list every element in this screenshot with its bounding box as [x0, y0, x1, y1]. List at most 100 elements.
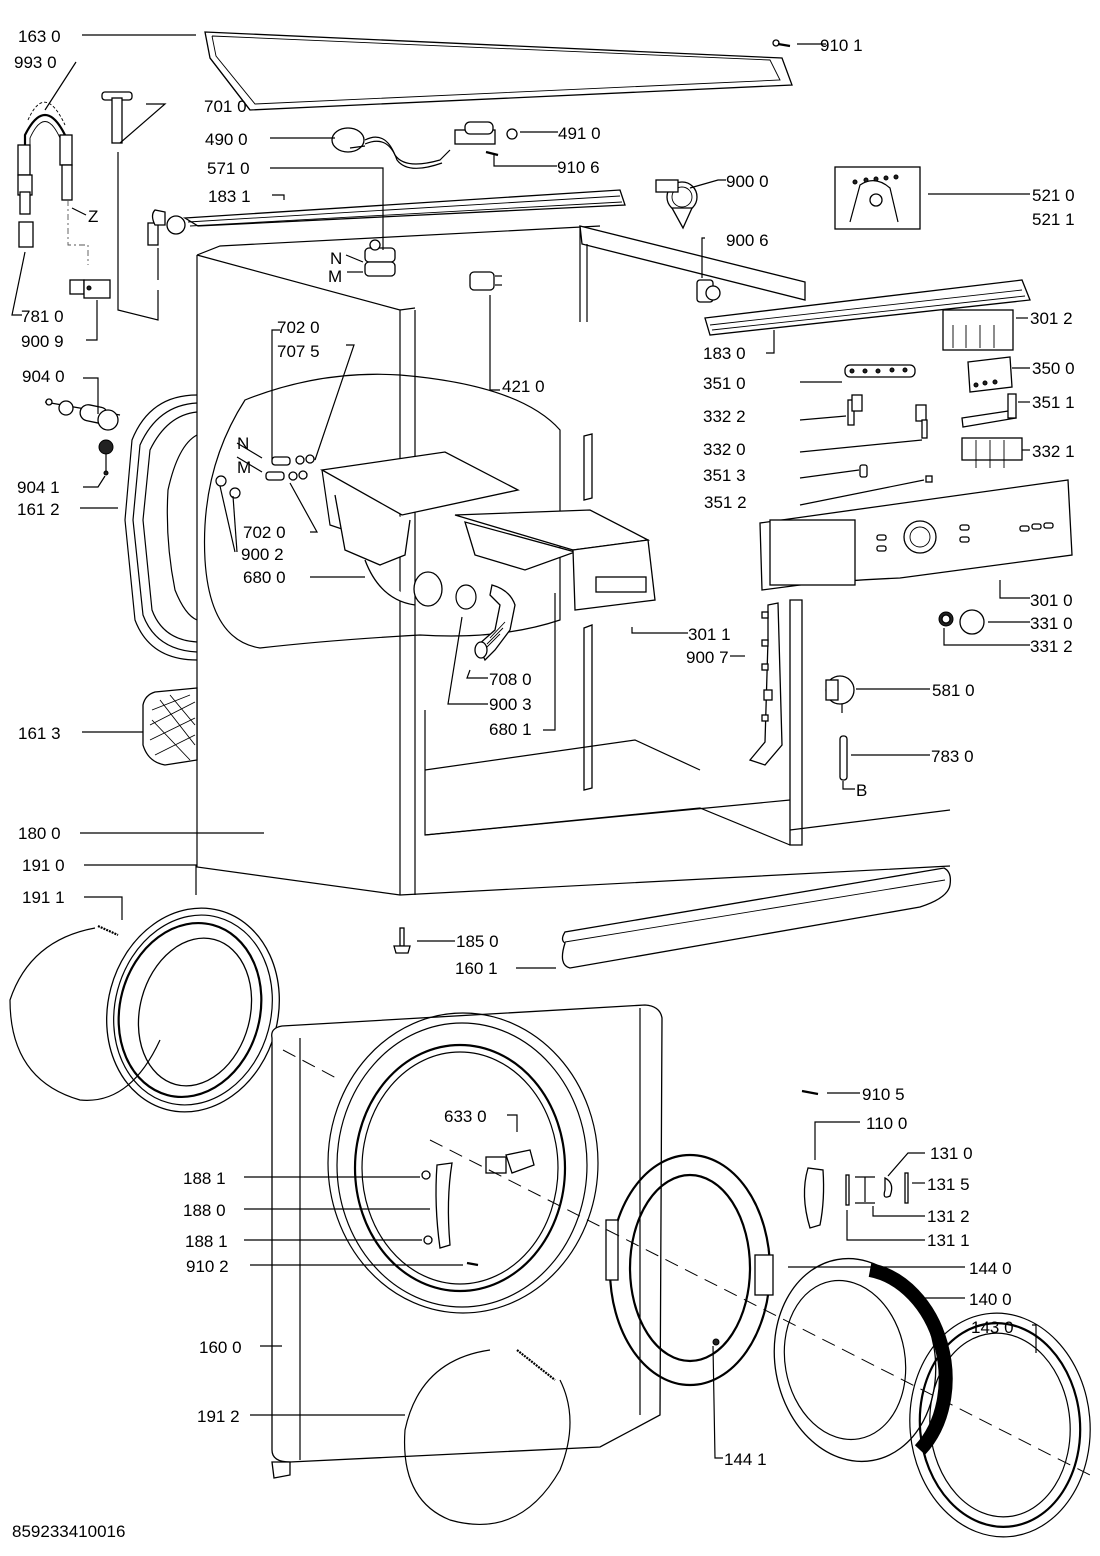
- part-label: 521 0: [1032, 186, 1075, 205]
- light-guide-3512-part[interactable]: [925, 475, 933, 483]
- control-board-part[interactable]: [834, 166, 921, 230]
- pump-part[interactable]: [655, 179, 698, 230]
- part-label: 702 0: [243, 523, 286, 542]
- latch-pin-1315-part[interactable]: [904, 1172, 909, 1204]
- part-label: M: [237, 458, 251, 477]
- part-label: 351 1: [1032, 393, 1075, 412]
- hose-connectors-part[interactable]: [265, 454, 315, 481]
- part-label: 571 0: [207, 159, 250, 178]
- door-glass-part[interactable]: [759, 1246, 953, 1475]
- part-label: 680 1: [489, 720, 532, 739]
- part-label: 183 1: [208, 187, 251, 206]
- elbow-connector-part[interactable]: [147, 209, 186, 280]
- hose-clips-part[interactable]: [215, 475, 241, 499]
- part-label: 521 1: [1032, 210, 1075, 229]
- door-frame-part[interactable]: [605, 1153, 774, 1387]
- part-label: 131 1: [927, 1231, 970, 1250]
- led-board-3510-part[interactable]: [844, 364, 916, 378]
- part-label: 161 2: [17, 500, 60, 519]
- hose-connector-part[interactable]: [101, 91, 159, 321]
- latch-hook-1310-part[interactable]: [883, 1176, 893, 1198]
- door-hinge-part[interactable]: [421, 1162, 453, 1249]
- part-label: 707 5: [277, 342, 320, 361]
- detergent-dispenser-housing-part[interactable]: [320, 451, 520, 607]
- part-label: 910 6: [557, 158, 600, 177]
- part-label: 900 3: [489, 695, 532, 714]
- power-cord-part[interactable]: [331, 127, 451, 169]
- interference-suppressor-part[interactable]: [454, 121, 518, 145]
- rear-panel-frame-part[interactable]: [124, 394, 198, 661]
- part-label: 910 1: [820, 36, 863, 55]
- display-board-part[interactable]: [967, 356, 1013, 393]
- part-label: 301 1: [688, 625, 731, 644]
- part-label: 781 0: [21, 307, 64, 326]
- gasket-clamp-part[interactable]: [9, 924, 161, 1101]
- latch-pin-1311-part[interactable]: [845, 1174, 850, 1206]
- part-label: 702 0: [277, 318, 320, 337]
- part-label: 188 1: [183, 1169, 226, 1188]
- filter-plug-part[interactable]: [98, 439, 114, 476]
- inlet-valve-part[interactable]: [364, 239, 396, 277]
- bellows-hose-part[interactable]: [455, 584, 516, 662]
- selector-module-part[interactable]: [942, 309, 1014, 351]
- part-label: 185 0: [456, 932, 499, 951]
- screw-9102-part[interactable]: [466, 1261, 479, 1267]
- part-label: 161 3: [18, 724, 61, 743]
- part-label: B: [856, 781, 867, 800]
- control-panel-fascia-part[interactable]: [759, 479, 1073, 591]
- screw-9106-part[interactable]: [485, 150, 499, 157]
- filter-assembly-part[interactable]: [44, 398, 121, 431]
- top-lid-part[interactable]: [204, 31, 793, 111]
- part-label: 191 0: [22, 856, 65, 875]
- alignment-axis: [429, 1139, 1091, 1476]
- part-label: 350 0: [1032, 359, 1075, 378]
- screw-9101-part[interactable]: [772, 39, 791, 48]
- door-handle-part[interactable]: [803, 1167, 825, 1229]
- hose-bracket-part[interactable]: [69, 279, 111, 299]
- button-block-3321-part[interactable]: [961, 437, 1023, 468]
- part-label: 144 1: [724, 1450, 767, 1469]
- control-rail-part[interactable]: [704, 279, 1031, 336]
- alignment-axis: [282, 1049, 341, 1081]
- part-label: 701 0: [204, 97, 247, 116]
- inlet-hose-part[interactable]: [17, 101, 89, 265]
- pressure-switch-part[interactable]: [825, 675, 855, 713]
- adjustable-foot-part[interactable]: [393, 927, 411, 954]
- knob-part[interactable]: [959, 609, 985, 635]
- part-label: 633 0: [444, 1107, 487, 1126]
- rod-part[interactable]: [839, 735, 848, 781]
- top-rail-part[interactable]: [182, 189, 626, 227]
- knob-insert-part[interactable]: [938, 611, 954, 627]
- door-outer-ring-part[interactable]: [901, 1306, 1100, 1545]
- button-3322-part[interactable]: [847, 394, 863, 426]
- cabinet-part[interactable]: [196, 225, 951, 896]
- wiring-harness-part[interactable]: [748, 602, 783, 766]
- relay-part[interactable]: [469, 271, 502, 291]
- latch-spring-1312-part[interactable]: [855, 1176, 875, 1204]
- light-guide-3513-part[interactable]: [859, 464, 868, 478]
- part-label: 163 0: [18, 27, 61, 46]
- button-3320-part[interactable]: [915, 404, 928, 439]
- part-label: 332 1: [1032, 442, 1075, 461]
- front-panel-part[interactable]: [271, 1004, 663, 1479]
- part-label: 680 0: [243, 568, 286, 587]
- screw-9105-part[interactable]: [801, 1089, 819, 1096]
- led-strip-3511-part[interactable]: [961, 393, 1017, 428]
- part-label: 332 2: [703, 407, 746, 426]
- detergent-drawer-part[interactable]: [454, 509, 656, 611]
- part-label: 993 0: [14, 53, 57, 72]
- part-label: 188 1: [185, 1232, 228, 1251]
- kickplate-part[interactable]: [561, 867, 952, 969]
- door-lock-actuator-part[interactable]: [696, 279, 721, 303]
- vent-grille-part[interactable]: [142, 687, 198, 766]
- part-label: 900 2: [241, 545, 284, 564]
- leader-lines: [11, 34, 1037, 1459]
- part-label: 301 0: [1030, 591, 1073, 610]
- part-label: 900 0: [726, 172, 769, 191]
- part-label: Z: [88, 207, 98, 226]
- door-gasket-part[interactable]: [84, 889, 302, 1132]
- part-label: 904 0: [22, 367, 65, 386]
- front-clamp-wire-part[interactable]: [403, 1349, 571, 1525]
- part-label: 900 6: [726, 231, 769, 250]
